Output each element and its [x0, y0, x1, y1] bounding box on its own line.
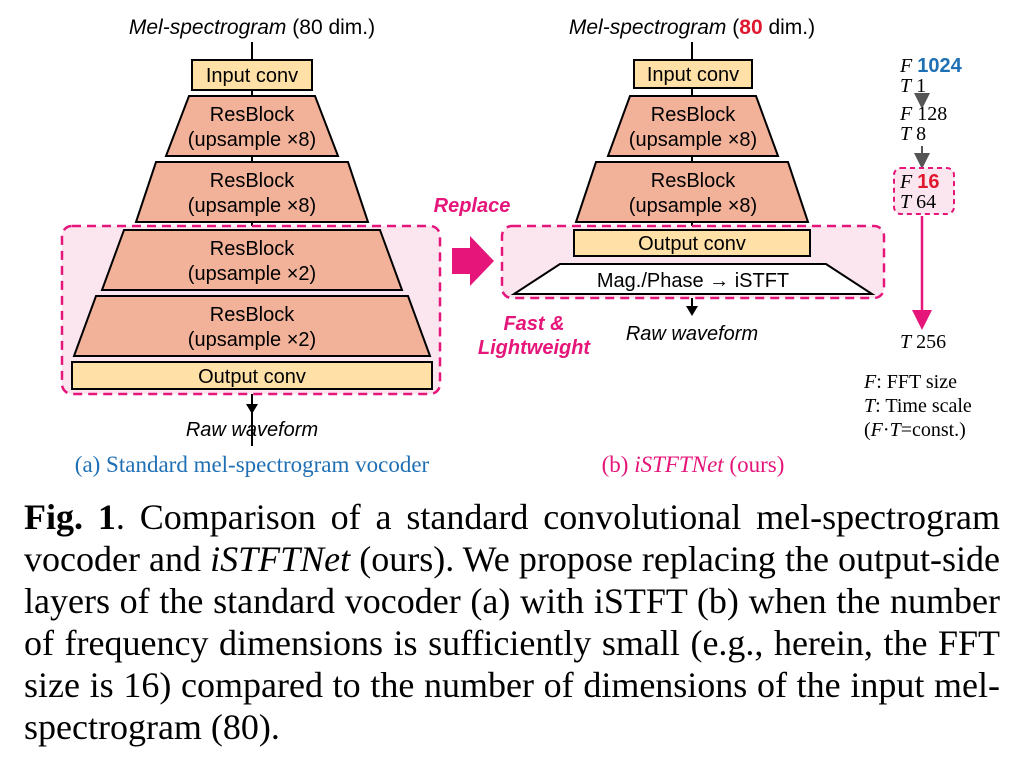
panel-b-output-conv-label: Output conv	[638, 233, 746, 255]
panel-a-output-conv-label: Output conv	[198, 366, 306, 388]
panel-a-resblock-1-sub: (upsample ×8)	[188, 129, 316, 151]
figure-caption: Fig. 1. Comparison of a standard convolu…	[24, 496, 1000, 748]
scale-t4: T 256	[900, 331, 946, 353]
panel-a-resblock-2-title: ResBlock	[210, 170, 295, 192]
fast-label-line1: Fast &	[503, 313, 564, 335]
scale-t2: T 8	[900, 123, 926, 145]
panel-a-resblock-2	[134, 161, 370, 223]
fast-label-line2: Lightweight	[478, 337, 592, 359]
panel-b-resblock-2-sub: (upsample ×8)	[629, 195, 757, 217]
panel-b-resblock-1-sub: (upsample ×8)	[629, 129, 757, 151]
panel-a-resblock-1-title: ResBlock	[210, 104, 295, 126]
panel-a: Mel-spectrogram (80 dim.) Input conv Res…	[60, 16, 442, 477]
vocoder-comparison-diagram: Mel-spectrogram (80 dim.) Input conv Res…	[60, 16, 972, 477]
panel-a-output-label: Raw waveform	[186, 419, 318, 441]
scale-f3: F 16	[899, 171, 939, 193]
panel-a-output-conv	[71, 361, 433, 390]
panel-a-caption: (a) Standard mel-spectrogram vocoder	[75, 452, 430, 477]
panel-a-resblock-4	[72, 295, 432, 357]
panel-b-resblock-1-title: ResBlock	[651, 104, 736, 126]
replace-arrow-icon	[452, 236, 494, 286]
panel-a-resblock-4-title: ResBlock	[210, 304, 295, 326]
panel-b-caption: (b) iSTFTNet (ours)	[602, 452, 785, 477]
panel-b-resblock-2-title: ResBlock	[651, 170, 736, 192]
panel-a-resblock-1	[164, 95, 340, 157]
scale-f2: F 128	[899, 103, 947, 125]
figure-label: Fig. 1	[24, 497, 116, 537]
legend-time-scale: T: Time scale	[864, 395, 972, 417]
panel-a-resblock-3	[100, 229, 404, 291]
panel-b-resblock-1	[606, 95, 780, 157]
panel-a-input-label: Mel-spectrogram (80 dim.)	[129, 16, 375, 39]
legend-fft-size: F: FFT size	[863, 371, 957, 393]
panel-a-input-conv-label: Input conv	[206, 65, 298, 87]
scale-t3: T 64	[900, 191, 936, 213]
panel-b-istft-label: Mag./Phase → iSTFT	[597, 270, 789, 292]
panel-a-resblock-2-sub: (upsample ×8)	[188, 195, 316, 217]
panel-b: Mel-spectrogram (80 dim.) Input conv Res…	[500, 16, 886, 477]
panel-a-input-conv	[191, 59, 313, 91]
replace-label: Replace	[434, 195, 511, 217]
scale-highlight-box	[893, 167, 955, 215]
panel-b-input-conv-label: Input conv	[647, 64, 739, 86]
panel-b-input-conv	[633, 59, 753, 89]
panel-b-output-conv	[573, 229, 811, 257]
panel-a-resblock-3-sub: (upsample ×2)	[188, 263, 316, 285]
panel-a-resblock-4-sub: (upsample ×2)	[188, 329, 316, 351]
panel-b-output-label: Raw waveform	[626, 323, 758, 345]
scale-f1: F 1024	[899, 55, 963, 77]
panel-b-resblock-2	[574, 161, 810, 223]
panel-b-istft-block	[510, 263, 876, 295]
legend-const: (F·T=const.)	[864, 419, 966, 441]
panel-b-input-label: Mel-spectrogram (80 dim.)	[569, 16, 815, 39]
caption-text-2: (ours). We propose replacing the output-…	[24, 539, 1000, 747]
caption-text-1: . Comparison of a standard convolutional…	[24, 497, 1000, 579]
panel-a-resblock-3-title: ResBlock	[210, 238, 295, 260]
caption-model-name: iSTFTNet	[210, 539, 351, 579]
scale-column: F 1024 T 1 F 128 T 8 F 16 T 64 T 256 F: …	[863, 55, 972, 441]
scale-t1: T 1	[900, 75, 926, 97]
